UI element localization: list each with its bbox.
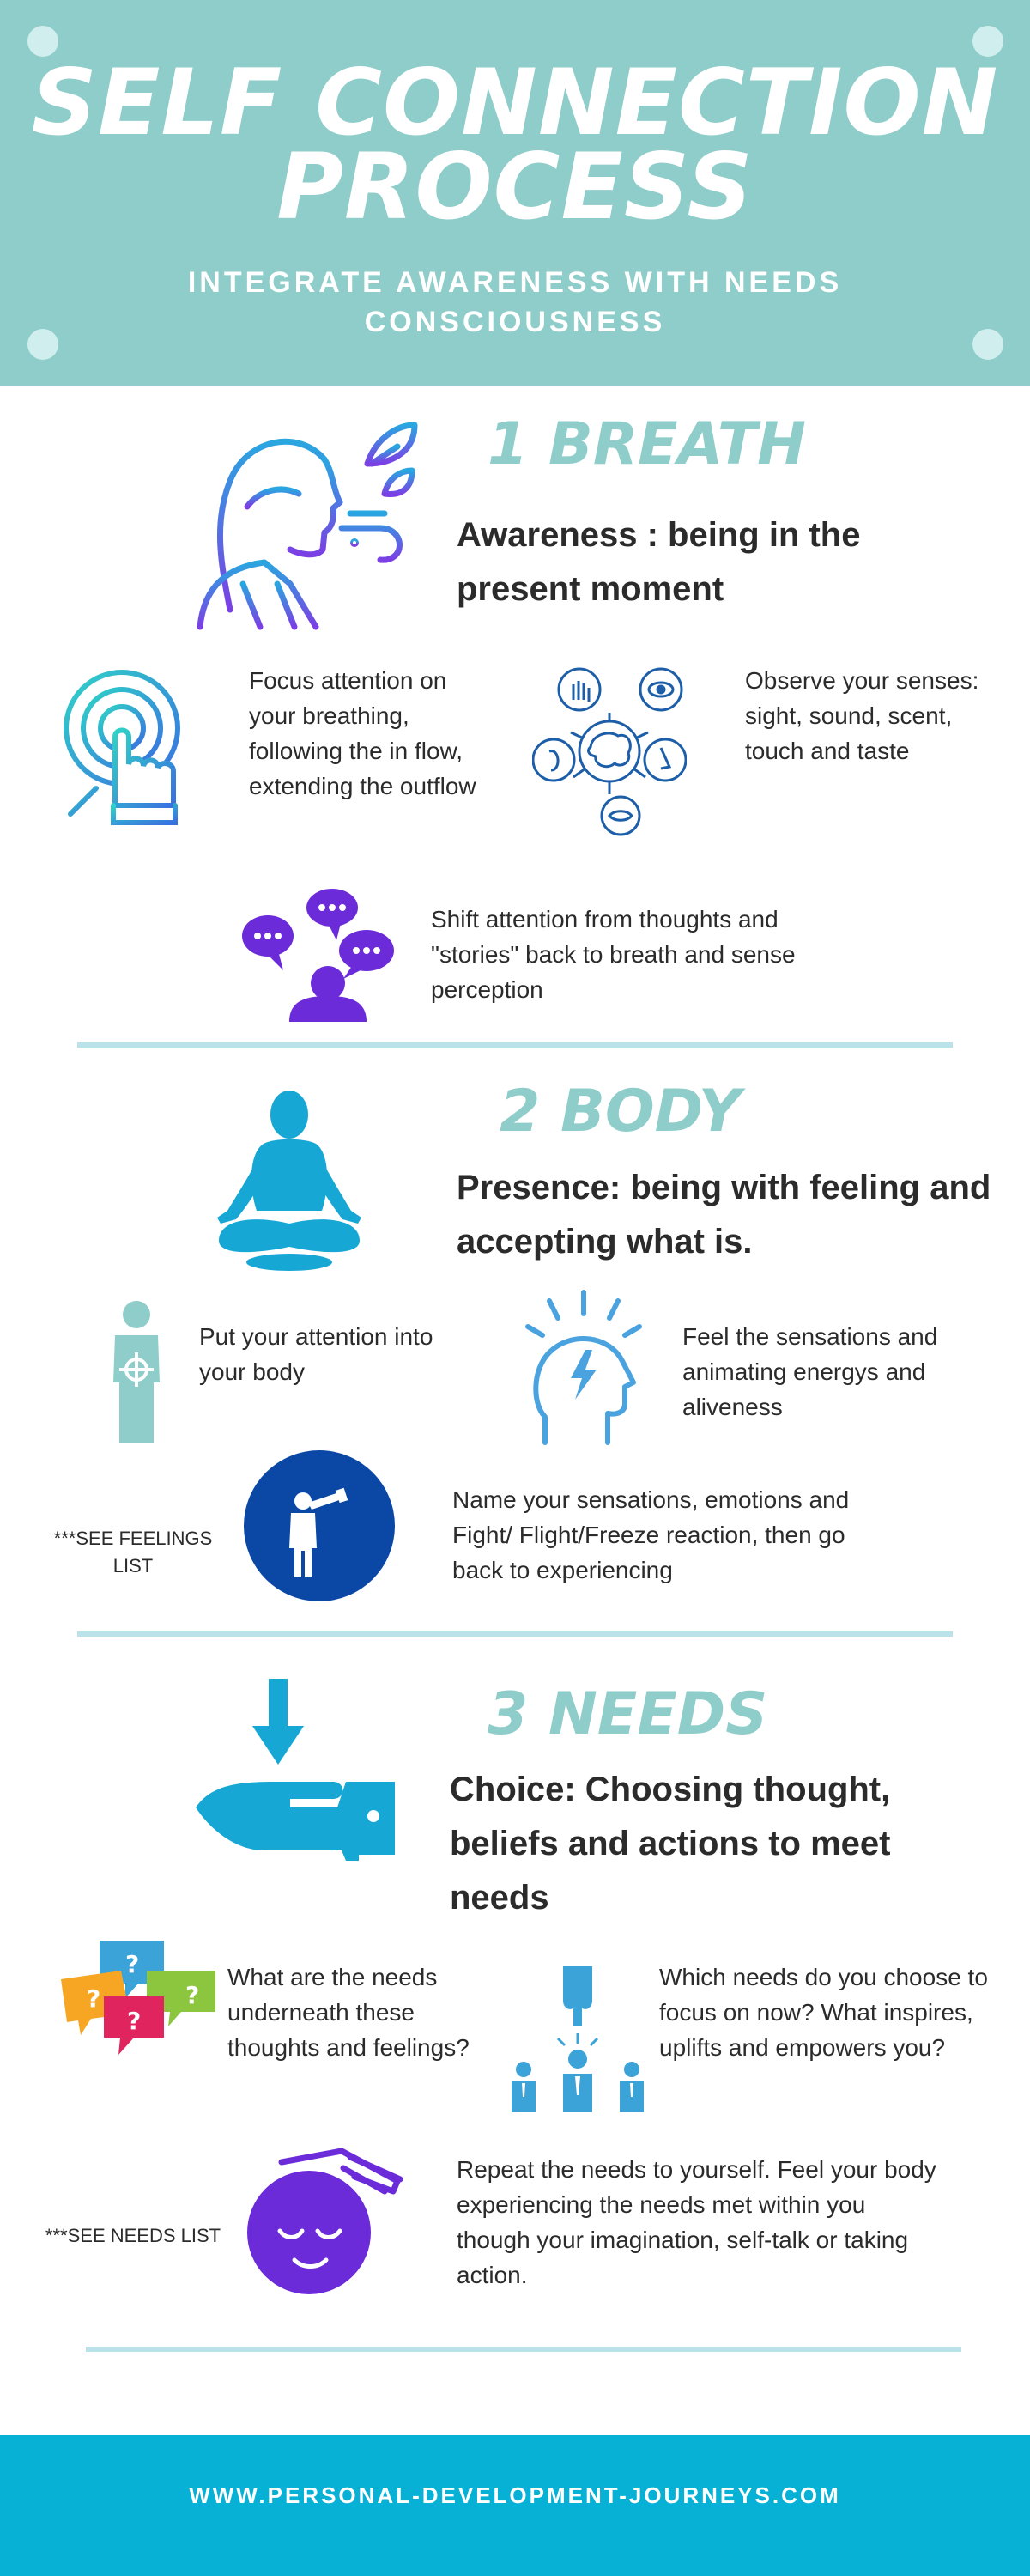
svg-text:?: ?: [185, 1981, 199, 2009]
section-title-body: 2 BODY: [500, 1078, 742, 1145]
corner-dot-decoration: [972, 26, 1003, 57]
section-divider: [86, 2347, 961, 2352]
head-energy-icon: [524, 1288, 644, 1447]
touch-target-icon: [62, 668, 191, 831]
section-subtitle-needs: Choice: Choosing thought, beliefs and ac…: [450, 1771, 891, 1917]
telescope-person-icon: [243, 1449, 396, 1602]
body-item-name-text: Name your sensations, emotions and Fight…: [452, 1486, 850, 1583]
breathing-person-icon: [196, 412, 419, 631]
page-title-line-2: PROCESS: [276, 134, 754, 240]
section-divider: [77, 1042, 953, 1048]
brain-senses-icon: [532, 665, 687, 837]
header-banner: [0, 0, 1030, 386]
thought-bubbles-icon: [242, 889, 397, 1022]
breath-item-focus-text: Focus attention on your breathing, follo…: [249, 667, 476, 799]
breath-item-shift-text: Shift attention from thoughts and "stori…: [431, 906, 796, 1003]
svg-text:?: ?: [87, 1984, 100, 2013]
needs-item-underneath-text: What are the needs underneath these thou…: [227, 1964, 470, 2061]
needs-list-note: ***SEE NEEDS LIST: [45, 2225, 221, 2246]
pointing-leader-icon: [505, 1966, 651, 2112]
corner-dot-decoration: [972, 329, 1003, 360]
feelings-list-note: ***SEE FEELINGS LIST: [53, 1528, 213, 1577]
body-item-sensations-text: Feel the sensations and animating energy…: [682, 1323, 938, 1420]
section-divider: [77, 1631, 953, 1637]
svg-text:?: ?: [127, 2007, 141, 2035]
corner-dot-decoration: [27, 329, 58, 360]
needs-item-choose-text: Which needs do you choose to focus on no…: [659, 1964, 988, 2061]
page-subtitle: INTEGRATE AWARENESS WITH NEEDS CONSCIOUS…: [187, 266, 843, 338]
footer-banner: [0, 2435, 1030, 2576]
section-subtitle-breath: Awareness : being in the present moment: [457, 516, 861, 608]
footer-website-link[interactable]: WWW.PERSONAL-DEVELOPMENT-JOURNEYS.COM: [189, 2482, 841, 2508]
body-item-attention-text: Put your attention into your body: [199, 1323, 433, 1385]
page-title-line-1: SELF CONNECTION: [31, 50, 999, 155]
section-title-breath: 1 BREATH: [488, 410, 807, 478]
meditation-pose-icon: [202, 1091, 378, 1275]
hand-receive-icon: [196, 1679, 395, 1861]
section-subtitle-body: Presence: being with feeling and accepti…: [457, 1169, 991, 1261]
section-title-needs: 3 NEEDS: [488, 1680, 768, 1748]
question-bubbles-icon: ? ? ? ?: [57, 1936, 220, 2057]
calm-face-icon: [247, 2147, 406, 2301]
corner-dot-decoration: [27, 26, 58, 57]
breath-item-senses-text: Observe your senses: sight, sound, scent…: [745, 667, 979, 764]
body-target-icon: [106, 1301, 167, 1443]
needs-item-repeat-text: Repeat the needs to yourself. Feel your …: [457, 2156, 936, 2288]
svg-text:?: ?: [125, 1950, 139, 1978]
